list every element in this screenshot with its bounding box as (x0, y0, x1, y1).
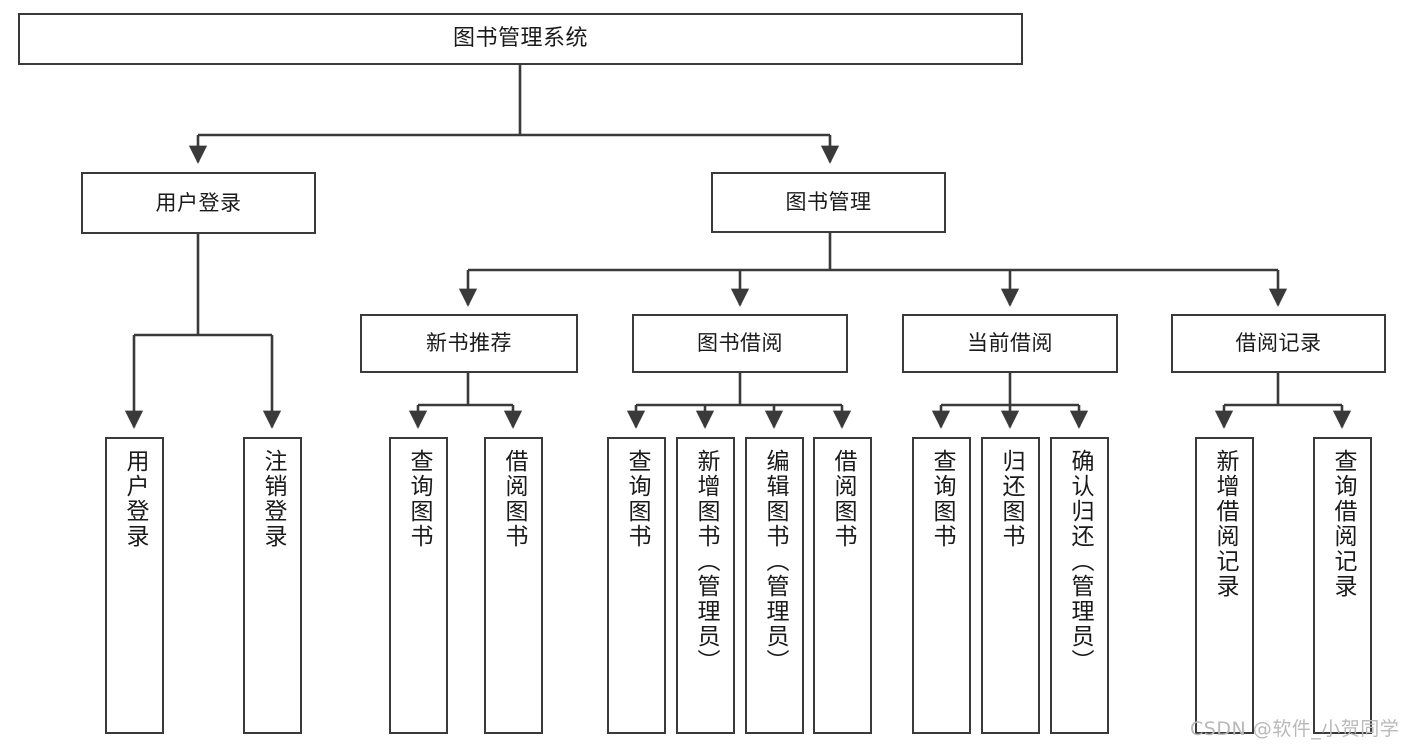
leaf-book-borrow-1[interactable]: 查询图书 (607, 437, 666, 734)
node-borrow-record[interactable]: 借阅记录 (1171, 314, 1386, 373)
leaf-book-borrow-2[interactable]: 新增图书（管理员） (676, 437, 735, 734)
leaf-new-book-2[interactable]: 借阅图书 (484, 437, 543, 734)
leaf-borrow-record-1[interactable]: 新增借阅记录 (1195, 437, 1254, 734)
leaf-book-borrow-3-label: 编辑图书（管理员） (762, 449, 788, 674)
node-borrow-record-label: 借阅记录 (1235, 331, 1322, 356)
leaf-borrow-record-2[interactable]: 查询借阅记录 (1313, 437, 1372, 734)
node-root[interactable]: 图书管理系统 (18, 13, 1023, 65)
leaf-user-login-1-label: 用户登录 (122, 449, 148, 549)
leaf-new-book-2-label: 借阅图书 (501, 449, 527, 549)
leaf-new-book-1-label: 查询图书 (406, 449, 432, 549)
leaf-current-borrow-2[interactable]: 归还图书 (981, 437, 1040, 734)
node-book-borrow[interactable]: 图书借阅 (632, 314, 848, 373)
leaf-book-borrow-2-label: 新增图书（管理员） (693, 449, 719, 674)
leaf-book-borrow-1-label: 查询图书 (624, 449, 650, 549)
leaf-user-login-2-label: 注销登录 (260, 449, 286, 549)
node-book-management[interactable]: 图书管理 (711, 172, 946, 233)
leaf-borrow-record-2-label: 查询借阅记录 (1330, 449, 1356, 599)
node-root-label: 图书管理系统 (452, 26, 588, 52)
leaf-borrow-record-1-label: 新增借阅记录 (1212, 449, 1238, 599)
node-current-borrow[interactable]: 当前借阅 (902, 314, 1118, 373)
csdn-watermark: CSDN @软件_小贺同学 (1190, 718, 1400, 740)
leaf-current-borrow-1[interactable]: 查询图书 (912, 437, 971, 734)
node-new-book-recommend-label: 新书推荐 (426, 331, 512, 356)
leaf-new-book-1[interactable]: 查询图书 (389, 437, 448, 734)
node-current-borrow-label: 当前借阅 (967, 331, 1053, 356)
leaf-current-borrow-2-label: 归还图书 (998, 449, 1024, 549)
leaf-book-borrow-4[interactable]: 借阅图书 (813, 437, 872, 734)
leaf-book-borrow-3[interactable]: 编辑图书（管理员） (745, 437, 804, 734)
leaf-current-borrow-3-label: 确认归还（管理员） (1067, 449, 1093, 674)
node-new-book-recommend[interactable]: 新书推荐 (360, 314, 578, 373)
node-user-login-label: 用户登录 (155, 190, 242, 215)
node-user-login[interactable]: 用户登录 (81, 172, 316, 234)
leaf-book-borrow-4-label: 借阅图书 (830, 449, 856, 549)
node-book-borrow-label: 图书借阅 (697, 331, 783, 356)
leaf-user-login-2[interactable]: 注销登录 (243, 437, 302, 734)
leaf-user-login-1[interactable]: 用户登录 (105, 437, 164, 734)
node-book-management-label: 图书管理 (785, 190, 872, 215)
leaf-current-borrow-3[interactable]: 确认归还（管理员） (1050, 437, 1109, 734)
leaf-current-borrow-1-label: 查询图书 (929, 449, 955, 549)
